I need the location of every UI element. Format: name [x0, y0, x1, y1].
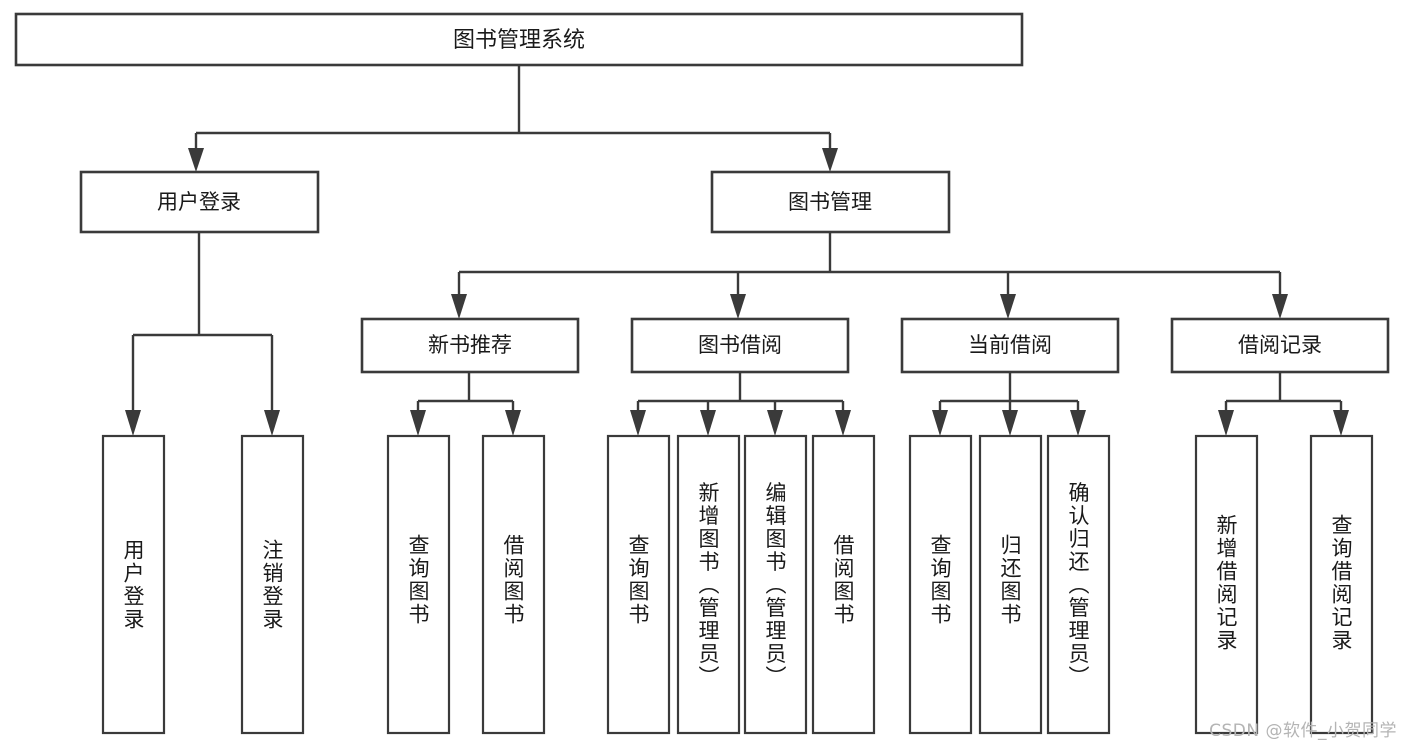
node-leaf-10-box[interactable]	[978, 434, 1043, 735]
arrow-head-leaf-9	[932, 410, 948, 436]
connectors-group	[125, 65, 1349, 436]
arrow-head-leaf-2	[264, 410, 280, 436]
node-leaf-8-label: 借阅图书	[831, 534, 855, 626]
node-root[interactable]: 图书管理系统	[14, 12, 1024, 67]
node-leaf-12[interactable]: 新增借阅记录	[1194, 434, 1259, 735]
node-leaf-8-box[interactable]	[811, 434, 876, 735]
node-user-login[interactable]: 用户登录	[79, 170, 320, 234]
node-user-login-box[interactable]	[79, 170, 320, 234]
node-leaf-3[interactable]: 查询图书	[386, 434, 451, 735]
arrow-head-leaf-13	[1333, 410, 1349, 436]
arrow-head-user-login	[188, 148, 204, 172]
arrow-head-leaf-10	[1002, 410, 1018, 436]
arrow-head-book-manage	[822, 148, 838, 172]
node-root-box[interactable]	[14, 12, 1024, 67]
node-book-manage-label: 图书管理	[788, 190, 872, 214]
node-leaf-2-box[interactable]	[240, 434, 305, 735]
node-leaf-5-label: 查询图书	[626, 534, 650, 626]
node-borrow-record-label: 借阅记录	[1238, 333, 1322, 357]
node-leaf-7[interactable]: 编辑图书（管理员）	[743, 434, 808, 735]
node-new-book-rec[interactable]: 新书推荐	[360, 317, 580, 374]
arrow-head-leaf-4	[505, 410, 521, 436]
arrow-head-leaf-3	[410, 410, 426, 436]
arrow-head-book-borrow	[730, 294, 746, 319]
arrow-head-borrow-record	[1272, 294, 1288, 319]
arrow-head-leaf-5	[630, 410, 646, 436]
node-leaf-11[interactable]: 确认归还（管理员）	[1046, 434, 1111, 735]
node-leaf-7-box[interactable]	[743, 434, 808, 735]
arrow-head-current-borrow	[1000, 294, 1016, 319]
node-current-borrow[interactable]: 当前借阅	[900, 317, 1120, 374]
node-user-login-label: 用户登录	[157, 190, 241, 214]
arrow-head-leaf-7	[767, 410, 783, 436]
node-leaf-8[interactable]: 借阅图书	[811, 434, 876, 735]
node-leaf-1[interactable]: 用户登录	[101, 434, 166, 735]
node-leaf-10[interactable]: 归还图书	[978, 434, 1043, 735]
node-leaf-11-box[interactable]	[1046, 434, 1111, 735]
node-new-book-rec-label: 新书推荐	[428, 333, 512, 357]
node-book-borrow-box[interactable]	[630, 317, 850, 374]
node-leaf-12-label: 新增借阅记录	[1214, 514, 1238, 652]
node-leaf-5[interactable]: 查询图书	[606, 434, 671, 735]
node-current-borrow-box[interactable]	[900, 317, 1120, 374]
node-current-borrow-label: 当前借阅	[968, 333, 1052, 357]
node-leaf-11-label: 确认归还（管理员）	[1066, 482, 1090, 689]
arrow-head-new-book-rec	[451, 294, 467, 319]
node-leaf-13-box[interactable]	[1309, 434, 1374, 735]
csdn-watermark: CSDN @软件_小贺同学	[1209, 721, 1397, 741]
node-book-manage-box[interactable]	[710, 170, 951, 234]
node-leaf-12-box[interactable]	[1194, 434, 1259, 735]
arrow-head-leaf-12	[1218, 410, 1234, 436]
node-leaf-2[interactable]: 注销登录	[240, 434, 305, 735]
node-leaf-6-label: 新增图书（管理员）	[696, 482, 720, 689]
node-leaf-13-label: 查询借阅记录	[1329, 514, 1353, 652]
node-leaf-6-box[interactable]	[676, 434, 741, 735]
node-leaf-4-label: 借阅图书	[501, 534, 525, 626]
arrow-head-leaf-8	[835, 410, 851, 436]
node-book-borrow[interactable]: 图书借阅	[630, 317, 850, 374]
node-borrow-record-box[interactable]	[1170, 317, 1390, 374]
node-leaf-3-label: 查询图书	[406, 534, 430, 626]
node-leaf-10-label: 归还图书	[998, 534, 1022, 626]
node-leaf-2-label: 注销登录	[260, 539, 284, 631]
node-leaf-13[interactable]: 查询借阅记录	[1309, 434, 1374, 735]
node-leaf-9[interactable]: 查询图书	[908, 434, 973, 735]
node-leaf-5-box[interactable]	[606, 434, 671, 735]
node-leaf-9-box[interactable]	[908, 434, 973, 735]
node-leaf-6[interactable]: 新增图书（管理员）	[676, 434, 741, 735]
node-leaf-4[interactable]: 借阅图书	[481, 434, 546, 735]
node-book-manage[interactable]: 图书管理	[710, 170, 951, 234]
arrow-head-leaf-6	[700, 410, 716, 436]
arrow-head-leaf-1	[125, 410, 141, 436]
node-leaf-1-box[interactable]	[101, 434, 166, 735]
arrow-head-leaf-11	[1070, 410, 1086, 436]
node-leaf-7-label: 编辑图书（管理员）	[763, 482, 787, 689]
node-book-borrow-label: 图书借阅	[698, 333, 782, 357]
node-new-book-rec-box[interactable]	[360, 317, 580, 374]
node-root-label: 图书管理系统	[453, 28, 585, 53]
node-borrow-record[interactable]: 借阅记录	[1170, 317, 1390, 374]
node-leaf-4-box[interactable]	[481, 434, 546, 735]
node-leaf-3-box[interactable]	[386, 434, 451, 735]
node-leaf-9-label: 查询图书	[928, 534, 952, 626]
node-leaf-1-label: 用户登录	[121, 539, 145, 631]
